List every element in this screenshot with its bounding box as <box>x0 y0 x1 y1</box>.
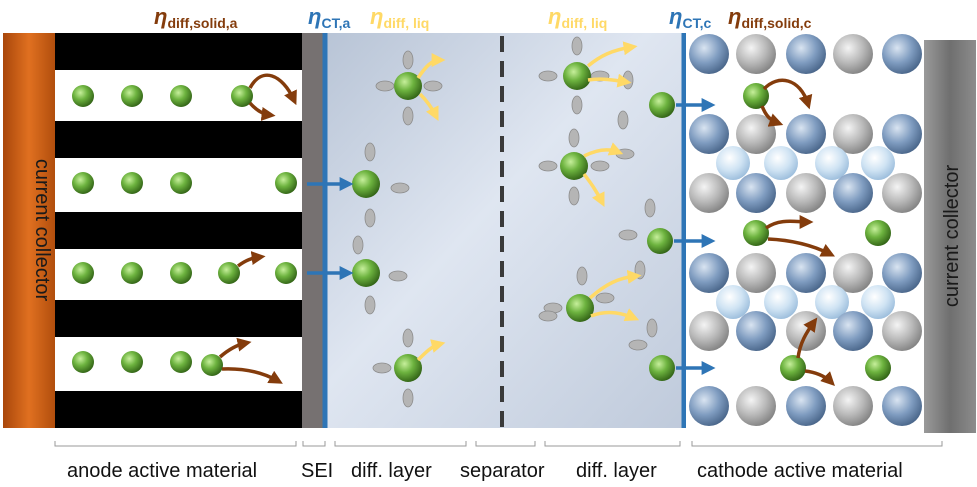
eta-diff-liq-left-label: ηdiff, liq <box>370 4 429 31</box>
anode-current-collector <box>3 33 55 428</box>
eta-ct-c-label: ηCT,c <box>669 4 711 31</box>
charge-transfer-arrows <box>307 98 716 375</box>
cathode-current-collector-label: current collector <box>941 165 963 308</box>
eta-diff-solid-a-label: ηdiff,solid,a <box>154 4 238 31</box>
region-label-sei: SEI <box>301 460 333 482</box>
eta-diff-liq-right-label: ηdiff, liq <box>548 4 607 31</box>
region-braces <box>54 441 943 447</box>
solid-diffusion-arrows <box>218 73 836 386</box>
eta-diff-solid-c-label: ηdiff,solid,c <box>728 4 812 31</box>
region-label-separator: separator <box>460 460 545 482</box>
region-label-anode: anode active material <box>67 460 257 482</box>
region-label-diff-layer-right: diff. layer <box>576 460 657 482</box>
region-label-diff-layer-left: diff. layer <box>351 460 432 482</box>
eta-ct-a-label: ηCT,a <box>308 4 350 31</box>
liquid-diffusion-arrows <box>416 41 642 362</box>
lithium-ions <box>72 62 891 382</box>
sei-layer <box>302 33 325 428</box>
cathode-spheres <box>689 34 922 426</box>
region-label-cathode: cathode active material <box>697 460 903 482</box>
anode-current-collector-label: current collector <box>31 159 53 302</box>
cathode-current-collector <box>924 40 976 433</box>
